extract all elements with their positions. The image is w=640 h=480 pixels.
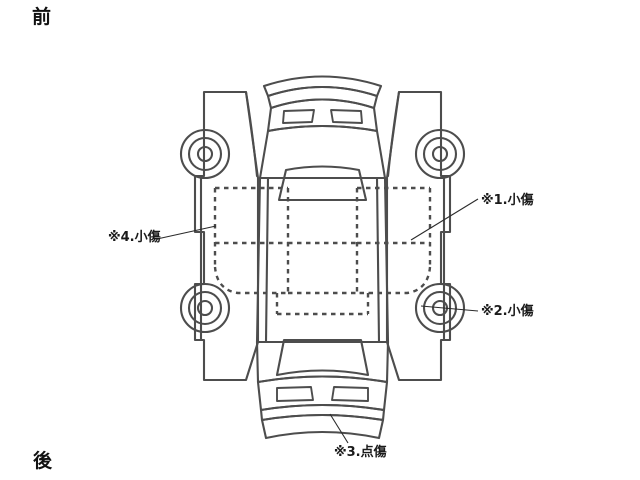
damage-annotation-2: ※2.小傷 — [481, 304, 534, 319]
headlight-left — [276, 386, 314, 402]
right-side-outline — [385, 90, 452, 382]
rear-body-shoulder — [258, 124, 387, 180]
left-side-outline — [193, 90, 260, 382]
car-left-side-view — [179, 90, 260, 382]
taillight-left — [282, 109, 315, 124]
rear-window — [277, 165, 368, 202]
right-side-roofline — [386, 90, 401, 178]
orientation-label-rear: 後 — [33, 450, 53, 472]
wheel-front-left — [179, 282, 231, 334]
leader-line-3 — [329, 413, 349, 444]
cabin-right-inner-edge — [375, 176, 381, 344]
leader-line-1 — [410, 198, 479, 241]
orientation-label-front: 前 — [32, 6, 52, 28]
car-right-side-view — [385, 90, 466, 382]
annotation-leader-lines — [156, 198, 479, 444]
cabin-left-inner-edge — [264, 176, 270, 344]
leader-line-2 — [420, 305, 479, 312]
windshield — [275, 338, 370, 377]
left-side-roofline — [244, 90, 259, 178]
car-top-view — [255, 75, 390, 440]
damage-annotation-1: ※1.小傷 — [481, 193, 534, 208]
taillight-right — [330, 109, 363, 124]
damage-annotation-4: ※4.小傷 — [108, 230, 161, 245]
front-bumper-band-2 — [260, 413, 385, 440]
leader-line-4 — [156, 225, 217, 240]
dash-left-arch — [213, 266, 288, 295]
wheel-rear-right — [414, 128, 466, 180]
headlight-right — [331, 386, 369, 402]
damage-annotation-3: ※3.点傷 — [334, 445, 387, 460]
dash-right-arch — [357, 266, 432, 295]
wheel-rear-left — [179, 128, 231, 180]
dashed-fold-lines — [213, 186, 432, 316]
